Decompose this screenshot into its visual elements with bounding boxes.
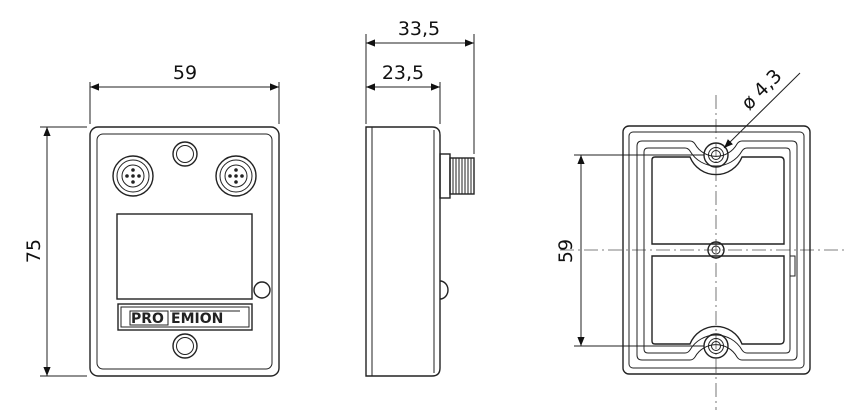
front-width-dimension: 59 [89,62,280,124]
back-housing-inner-edge [628,131,805,369]
side-led-bump [439,280,449,300]
front-view: PRO EMION 59 75 [23,62,280,377]
front-height-dimension: 75 [23,126,87,377]
side-view: 33,5 23,5 [365,18,475,377]
side-connector-icon [439,153,475,199]
front-bottom-screw-hole [172,333,198,359]
side-total-depth-label: 33,5 [398,18,440,40]
logo-text-pro: PRO [131,311,164,327]
back-center-boss [707,241,725,259]
left-connector-icon [112,155,154,197]
front-height-label: 75 [23,239,45,263]
side-total-depth-dimension: 33,5 [365,18,475,154]
back-lower-pocket [651,255,785,345]
front-housing-outline [89,126,280,377]
front-width-label: 59 [173,62,197,84]
back-upper-pocket [651,156,785,245]
front-top-screw-hole [172,141,198,167]
front-housing-inner-edge [96,133,273,370]
proemion-logo: PRO EMION [117,303,253,331]
right-connector-icon [215,155,257,197]
back-housing-outline [622,125,811,375]
side-body-depth-label: 23,5 [382,62,424,84]
side-housing-outline [365,126,441,377]
back-outer-channel [636,140,798,361]
status-led [253,281,271,299]
logo-text-emion: EMION [171,311,223,327]
back-view: 59 ø 4,3 [555,65,845,410]
display-window [116,213,253,300]
back-side-slot [789,255,796,277]
side-body-depth-dimension: 23,5 [366,62,441,124]
back-hole-spacing-dimension: 59 [555,154,704,347]
back-inner-channel [643,147,791,354]
hole-diameter-label: ø 4,3 [737,65,786,114]
back-hole-spacing-label: 59 [555,239,577,263]
hole-diameter-leader: ø 4,3 [723,65,801,149]
